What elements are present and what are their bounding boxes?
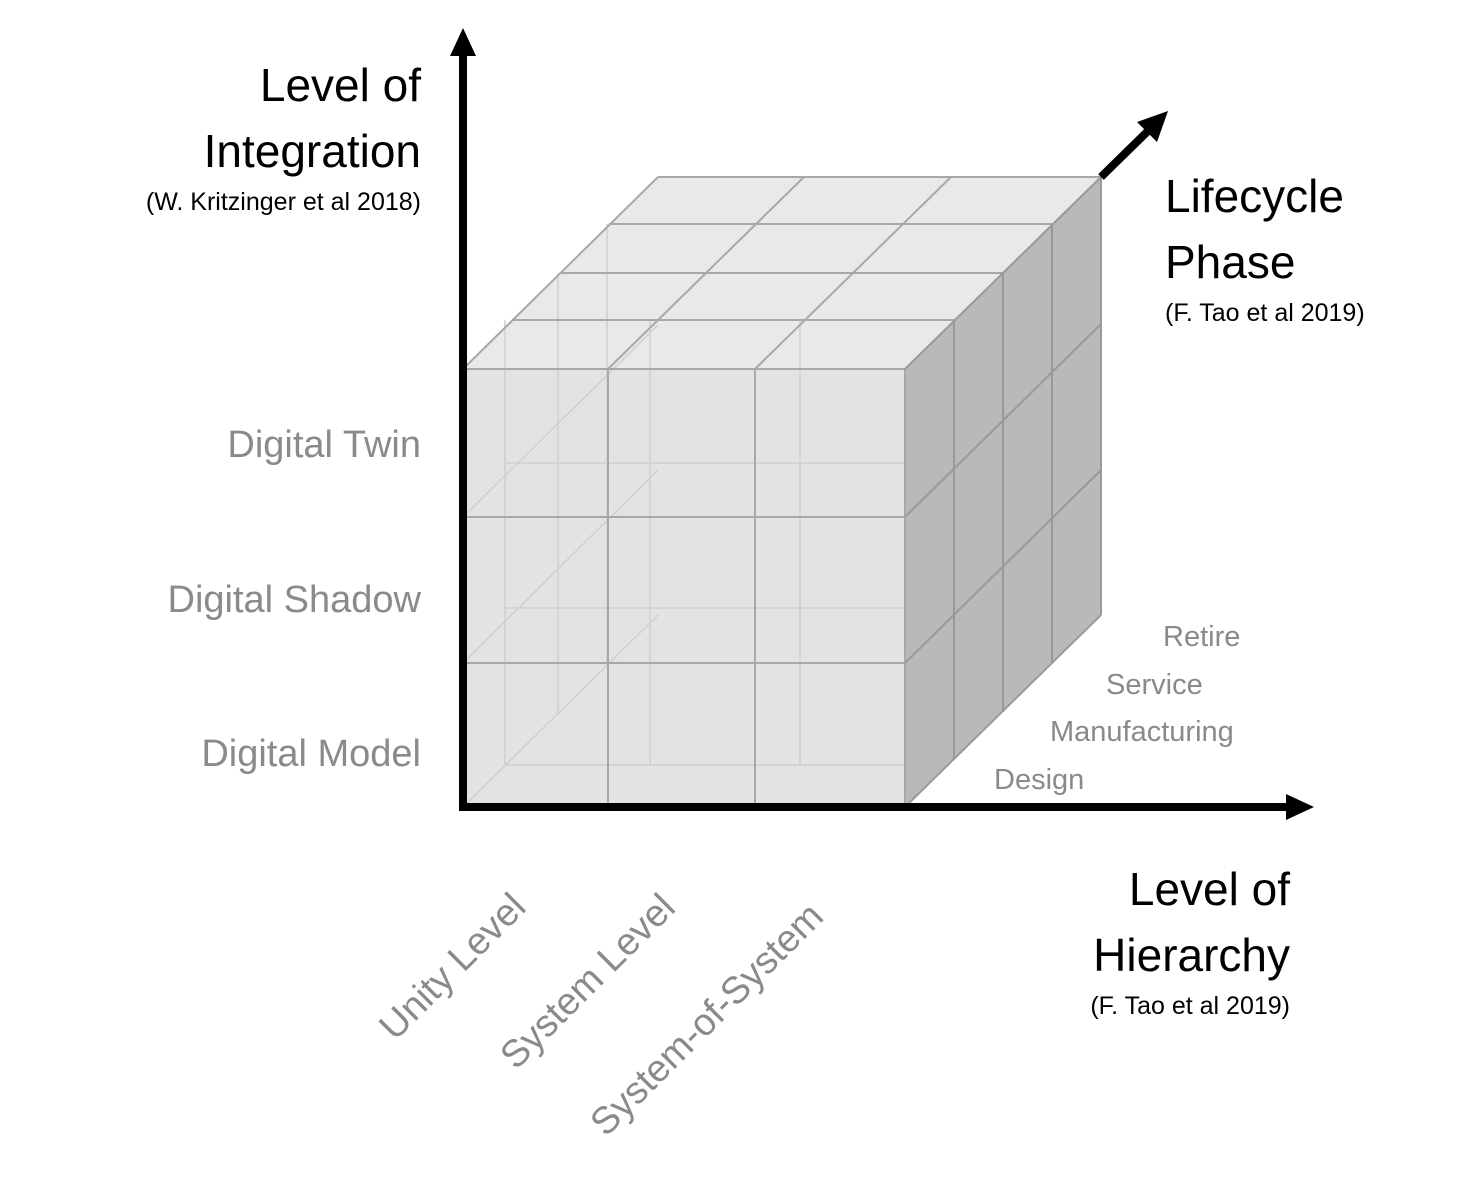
lifecycle-phase-design: Design <box>994 764 1085 796</box>
cube-block <box>462 176 1102 808</box>
integration-axis-reference: (W. Kritzinger et al 2018) <box>145 188 421 216</box>
cube-depth-hints <box>462 224 905 808</box>
lifecycle-axis-title-line1: Lifecycle <box>1165 170 1344 222</box>
cube-top-grid <box>462 176 1101 370</box>
hierarchy-axis-reference: (F. Tao et al 2019) <box>1090 992 1290 1020</box>
lifecycle-phase-service: Service <box>1106 669 1203 701</box>
integration-axis-title-line1: Level of <box>259 59 421 111</box>
hierarchy-axis-arrow <box>1286 794 1314 820</box>
lifecycle-axis-line <box>1098 126 1153 180</box>
integration-axis-arrow <box>450 28 476 56</box>
lifecycle-axis-title-line2: Phase <box>1165 236 1296 288</box>
integration-axis-title-line2: Integration <box>203 125 421 177</box>
lifecycle-phase-manufacturing: Manufacturing <box>1050 716 1234 748</box>
lifecycle-axis-reference: (F. Tao et al 2019) <box>1165 299 1365 327</box>
hierarchy-axis-title-line2: Hierarchy <box>1093 929 1290 981</box>
integration-level-digital-model: Digital Model <box>201 733 421 775</box>
integration-level-digital-twin: Digital Twin <box>227 424 421 466</box>
cube-front-grid <box>463 368 906 807</box>
hierarchy-axis-title-line1: Level of <box>1128 863 1290 915</box>
lifecycle-axis-arrow <box>1137 111 1168 142</box>
integration-level-digital-shadow: Digital Shadow <box>167 579 421 621</box>
cube-side-grid <box>904 176 1102 808</box>
lifecycle-phase-retire: Retire <box>1163 621 1241 653</box>
